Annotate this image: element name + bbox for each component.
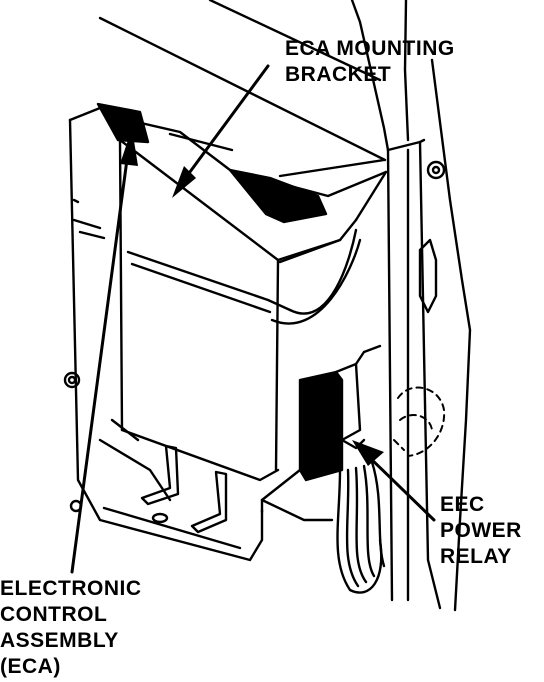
label-electronic-control-assembly: ELECTRONIC CONTROL ASSEMBLY (ECA)	[0, 576, 142, 680]
label-line: ELECTRONIC	[0, 577, 142, 600]
eca-arrow-line	[70, 150, 130, 574]
bracket-tabs	[110, 418, 228, 534]
label-line: BRACKET	[285, 63, 392, 86]
callout-arrows	[70, 64, 436, 574]
firewall-panel	[98, 0, 472, 612]
label-line: ECA MOUNTING	[285, 37, 455, 60]
label-line: (ECA)	[0, 655, 61, 678]
label-eec-power-relay: EEC POWER RELAY	[440, 492, 522, 570]
relay-block	[298, 344, 382, 482]
bracket-arrow-line	[182, 64, 270, 182]
label-line: CONTROL	[0, 603, 108, 626]
wiring-harness	[260, 460, 386, 594]
hidden-relay-bracket	[393, 386, 446, 457]
label-line: RELAY	[440, 545, 512, 568]
eca-arrow-head	[120, 128, 138, 166]
relay-arrow-line	[364, 452, 436, 522]
bracket-pads	[96, 102, 328, 224]
bracket-arrow-head	[172, 166, 196, 198]
mounting-strap	[386, 138, 446, 610]
relay-arrow-head	[352, 440, 384, 466]
label-line: ASSEMBLY	[0, 629, 119, 652]
mounting-bracket	[63, 106, 386, 562]
eca-module-box	[118, 118, 388, 482]
label-eca-mounting-bracket: ECA MOUNTING BRACKET	[285, 36, 455, 88]
label-line: EEC	[440, 493, 485, 516]
label-line: POWER	[440, 519, 522, 542]
arrow-heads	[120, 128, 384, 466]
